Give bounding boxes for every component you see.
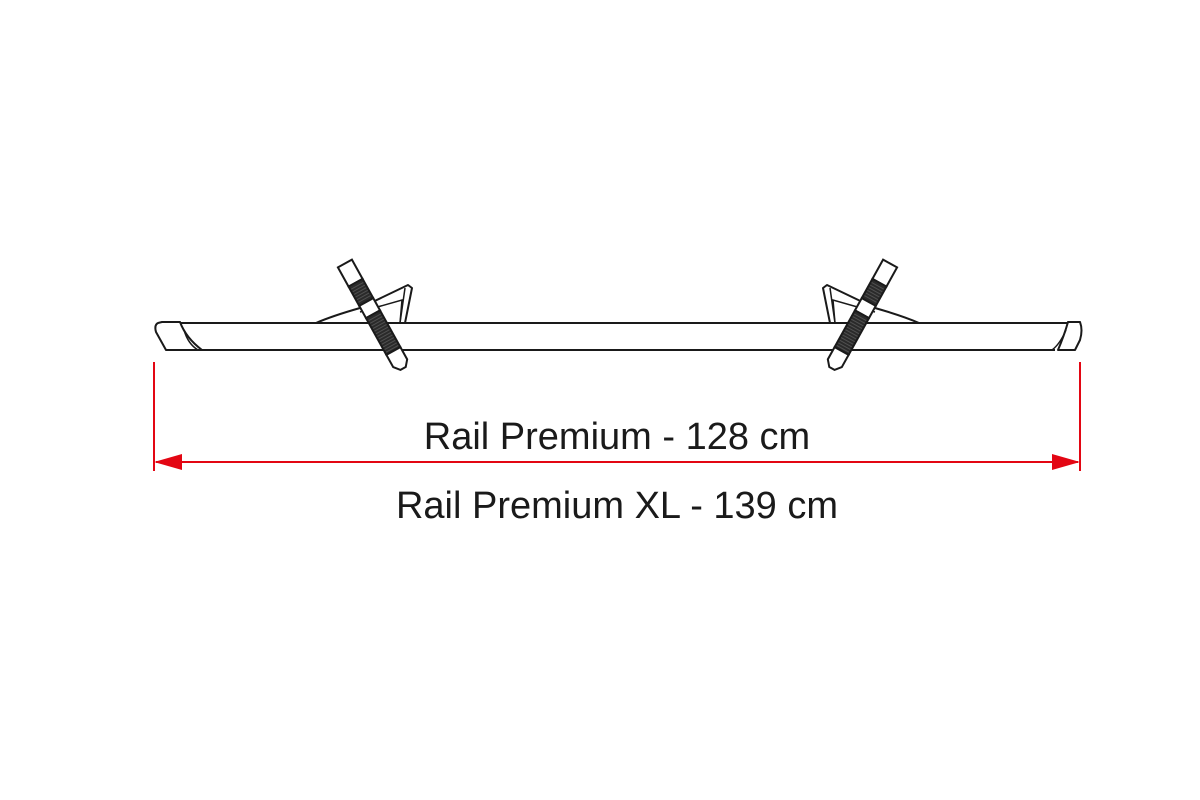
right-end-cap bbox=[1051, 321, 1083, 351]
dimension-label-rail-premium-xl: Rail Premium XL - 139 cm bbox=[395, 485, 839, 527]
left-end-cap bbox=[154, 321, 203, 351]
dimension-label-rail-premium: Rail Premium - 128 cm bbox=[423, 416, 811, 458]
left-strap bbox=[336, 258, 409, 372]
rail bbox=[180, 322, 1068, 351]
dimension-line bbox=[153, 362, 1081, 471]
right-strap bbox=[826, 258, 899, 372]
